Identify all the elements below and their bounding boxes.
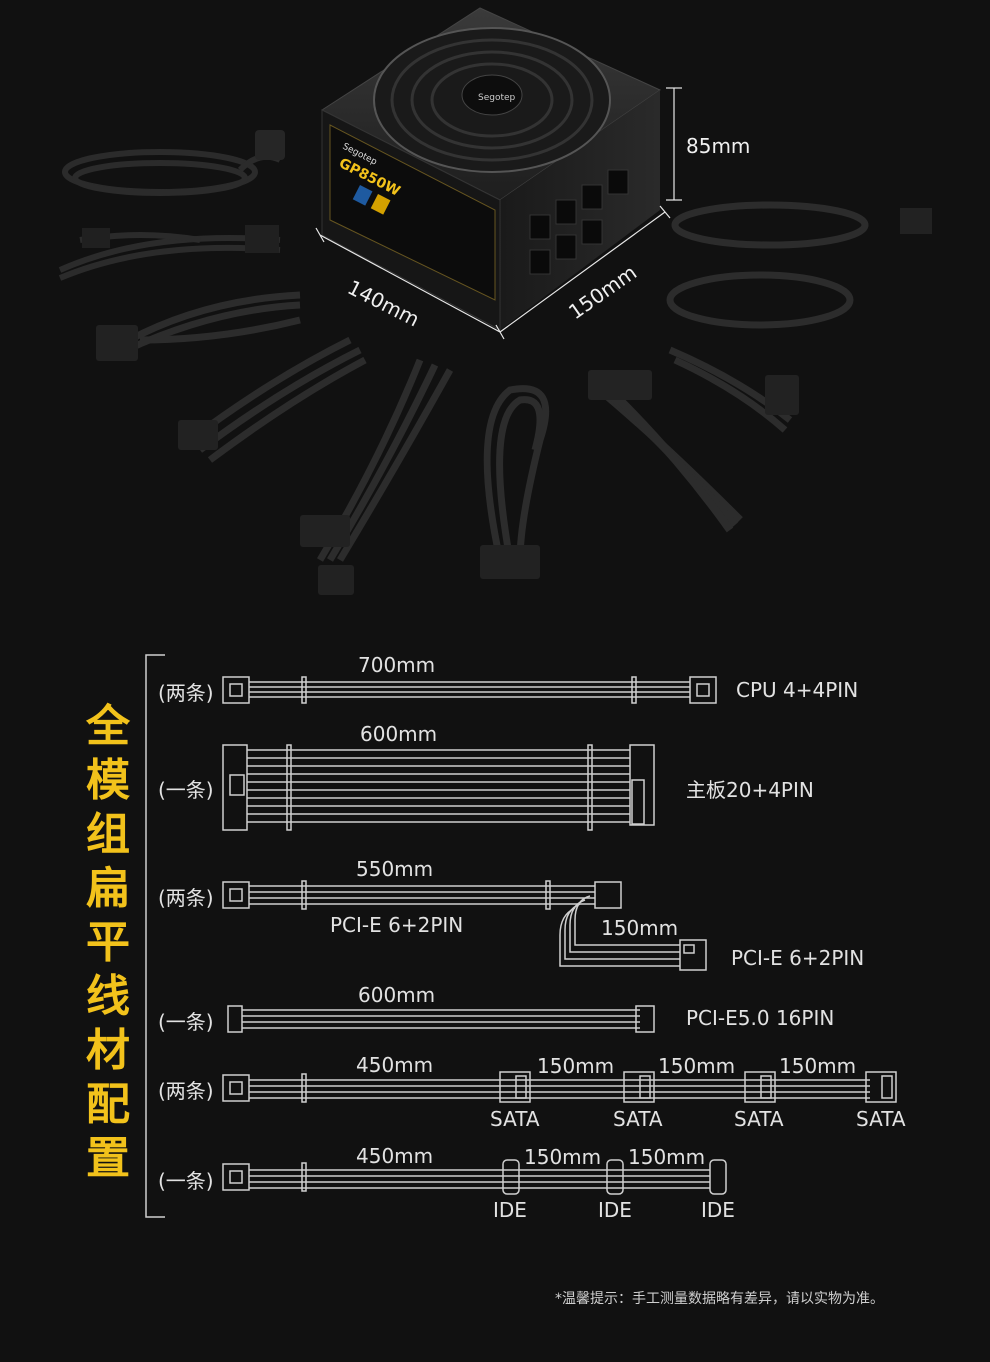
dimension-lines	[315, 87, 682, 340]
segment-length: 150mm	[658, 1054, 736, 1078]
cable-count: (两条)	[158, 681, 214, 705]
config-title-char: 组	[86, 809, 130, 860]
config-title-char: 置	[86, 1133, 130, 1184]
config-title-char: 平	[86, 917, 130, 968]
psu-unit: Segotep Segotep GP850W	[320, 7, 662, 331]
segment-length: 150mm	[537, 1054, 615, 1078]
cable-count: (一条)	[158, 778, 214, 802]
cable-row-pcie	[222, 880, 707, 971]
connector-label: SATA	[613, 1107, 663, 1131]
height-dimension: 85mm	[686, 134, 750, 158]
config-title-char: 材	[86, 1025, 130, 1076]
cable-length: 550mm	[356, 857, 434, 881]
config-title-char: 线	[86, 971, 130, 1022]
cable-length: 450mm	[356, 1053, 434, 1077]
cable-bundle-3	[118, 291, 301, 357]
config-title-char: 配	[86, 1079, 130, 1130]
cable-bundle-9	[666, 201, 869, 329]
connector-label: IDE	[598, 1198, 632, 1222]
cable-bundle-7	[597, 386, 743, 533]
cable-name: CPU 4+4PIN	[736, 678, 859, 702]
cable-row-pcie5	[227, 1005, 655, 1033]
width-dimension: 140mm	[344, 275, 424, 331]
cable-count: (两条)	[158, 886, 214, 910]
branch-name: PCI-E 6+2PIN	[731, 946, 865, 970]
cable-row-ide	[222, 1159, 727, 1195]
branch-length: 150mm	[601, 916, 679, 940]
config-title: 全模组扁平线材配置	[78, 700, 138, 1186]
cable-row-motherboard	[222, 744, 655, 831]
segment-length: 150mm	[779, 1054, 857, 1078]
cable-length: 600mm	[358, 983, 436, 1007]
cable-count: (两条)	[158, 1079, 214, 1103]
config-bracket	[145, 654, 165, 1218]
connector-label: SATA	[734, 1107, 784, 1131]
connector-label: SATA	[856, 1107, 906, 1131]
config-title-char: 全	[86, 701, 130, 752]
cable-name: PCI-E5.0 16PIN	[686, 1006, 835, 1030]
cable-length: 600mm	[360, 722, 438, 746]
cable-name: PCI-E 6+2PIN	[330, 913, 464, 937]
footnote: *温馨提示：手工测量数据略有差异，请以实物为准。	[555, 1291, 884, 1307]
segment-length: 150mm	[628, 1145, 706, 1169]
config-title-char: 模	[86, 755, 130, 806]
cable-name: 主板20+4PIN	[686, 778, 814, 802]
fan-brand-text: Segotep	[478, 93, 516, 103]
power-plug-icon	[255, 130, 285, 160]
segment-length: 150mm	[524, 1145, 602, 1169]
cable-length: 700mm	[358, 653, 436, 677]
cable-count: (一条)	[158, 1169, 214, 1193]
cable-diagram	[145, 654, 897, 1218]
cable-row-cpu	[222, 676, 717, 704]
connector-label: IDE	[493, 1198, 527, 1222]
cable-bundle-6	[483, 385, 550, 561]
cable-bundle-1	[62, 149, 282, 196]
cable-count: (一条)	[158, 1010, 214, 1034]
product-photo: Segotep Segotep GP850W 85mm 140mm 150mm	[58, 7, 932, 595]
connector-label: SATA	[490, 1107, 540, 1131]
connector-label: IDE	[701, 1198, 735, 1222]
cable-row-sata	[222, 1071, 897, 1103]
cable-length: 450mm	[356, 1144, 434, 1168]
config-title-char: 扁	[86, 863, 130, 914]
